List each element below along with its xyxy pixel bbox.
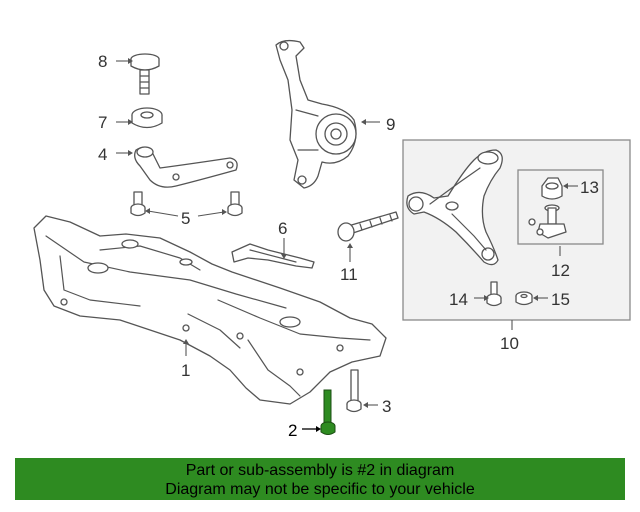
callout-11: 11 [340, 265, 358, 284]
banner-line-1: Part or sub-assembly is #2 in diagram [185, 462, 455, 479]
part-6-bracket[interactable] [231, 243, 315, 269]
banner-line-2: Diagram may not be specific to your vehi… [165, 481, 475, 498]
part-10-lower-arm[interactable] [406, 149, 503, 266]
callout-2: 2 [288, 421, 297, 440]
part-5-bolt-left[interactable] [130, 191, 146, 217]
part-15-nut[interactable] [515, 291, 533, 306]
part-13-bushing[interactable] [541, 177, 563, 200]
callout-3: 3 [382, 397, 391, 416]
part-2-bolt-highlighted[interactable] [320, 389, 336, 435]
part-3-bolt[interactable] [346, 369, 362, 413]
part-5-bolt-right[interactable] [227, 191, 243, 217]
part-12-ball-joint[interactable] [528, 204, 567, 239]
callout-8: 8 [98, 52, 107, 71]
callout-5: 5 [181, 209, 190, 228]
part-4-upper-arm[interactable] [134, 146, 238, 188]
inset-lower-arm-assembly: 13 12 14 15 [402, 139, 631, 321]
callout-14: 14 [449, 290, 468, 309]
callout-4: 4 [98, 145, 107, 164]
info-banner: Part or sub-assembly is #2 in diagram Di… [15, 458, 625, 500]
parts-diagram: 8 7 4 5 9 [33, 39, 631, 440]
callout-10: 10 [500, 334, 519, 353]
callout-1: 1 [181, 361, 190, 380]
part-9-knuckle[interactable] [275, 39, 357, 189]
callout-7: 7 [98, 113, 107, 132]
part-7-washer[interactable] [131, 107, 163, 129]
callout-12: 12 [551, 261, 570, 280]
part-8-bolt[interactable] [130, 53, 160, 95]
callout-6: 6 [278, 219, 287, 238]
part-14-bolt[interactable] [486, 281, 502, 307]
callout-15: 15 [551, 290, 570, 309]
part-1-subframe[interactable] [33, 215, 387, 405]
part-11-long-bolt[interactable] [337, 211, 399, 242]
callout-13: 13 [580, 178, 599, 197]
callout-9: 9 [386, 115, 395, 134]
